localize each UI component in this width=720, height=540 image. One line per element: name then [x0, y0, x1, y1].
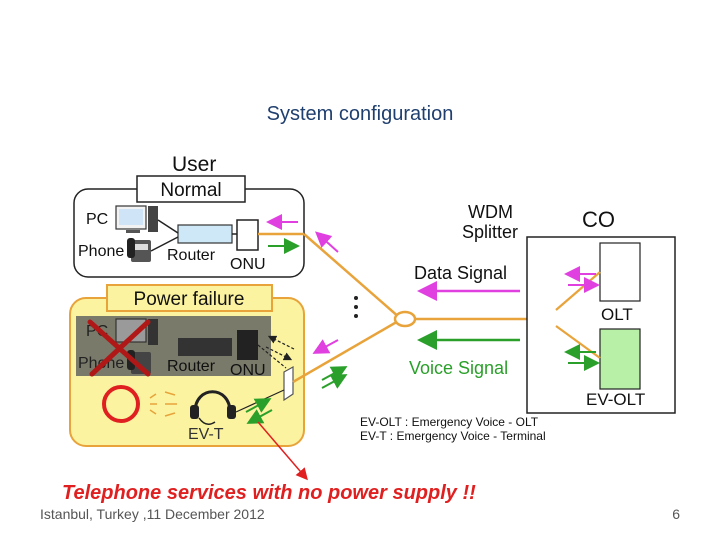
- dashed-arrow-2: [267, 335, 295, 350]
- failed-onu-icon: [237, 330, 258, 360]
- normal-fiber: [258, 232, 401, 319]
- dashed-arrow-1: [265, 346, 293, 361]
- failure-x-icon: [87, 319, 151, 377]
- voice-arrow-evt-in: [246, 409, 273, 424]
- headset-icon: [190, 390, 236, 425]
- slide-title: System configuration: [266, 103, 454, 125]
- power-failure-label-box: [106, 284, 273, 312]
- ev-olt-box: [599, 328, 641, 390]
- onu-label: ONU: [230, 256, 266, 273]
- olt-box: [599, 242, 641, 302]
- normal-label-box: [136, 175, 246, 203]
- voice-signal-label: Voice Signal: [409, 358, 508, 378]
- onu-to-terminal-link: [257, 344, 287, 369]
- pc-icon: [115, 205, 158, 233]
- voice-arrow-branch-2a: [321, 366, 348, 381]
- wdm-label-line2: Splitter: [462, 222, 518, 242]
- legend-ev-t: EV-T : Emergency Voice - Terminal: [360, 429, 546, 443]
- data-signal-label: Data Signal: [414, 263, 507, 283]
- evt-terminal-icon: [283, 365, 294, 402]
- wdm-label-line1: WDM: [468, 202, 513, 222]
- olt-label: OLT: [601, 305, 633, 324]
- failed-router-label: Router: [167, 358, 216, 375]
- router-icon: [177, 224, 233, 244]
- onu-icon: [236, 219, 259, 251]
- page-number: 6: [672, 506, 680, 522]
- more-branches-dots: [354, 296, 358, 318]
- ev-olt-label: EV-OLT: [586, 390, 645, 409]
- phone-label: Phone: [78, 243, 124, 260]
- power-failure-fiber: [292, 318, 401, 384]
- voice-arrow-branch-2b: [321, 374, 348, 389]
- data-arrow-branch-1: [315, 231, 339, 253]
- failed-pc-icon: [115, 318, 158, 345]
- failed-router-icon: [178, 338, 232, 356]
- phone-icon: [127, 238, 151, 262]
- co-label: CO: [582, 207, 615, 232]
- legend-ev-olt: EV-OLT : Emergency Voice - OLT: [360, 415, 539, 429]
- user-label: User: [172, 153, 216, 176]
- normal-wiring: [150, 219, 237, 252]
- data-arrow-branch-2: [312, 339, 339, 354]
- failed-onu-label: ONU: [230, 362, 266, 379]
- power-failure-label: Power failure: [134, 289, 245, 310]
- power-splitter-icon: [393, 310, 417, 328]
- evt-label: EV-T: [188, 426, 224, 443]
- normal-label: Normal: [160, 180, 221, 201]
- caption: Telephone services with no power supply …: [62, 482, 476, 504]
- ok-circle-icon: [102, 385, 140, 423]
- router-label: Router: [167, 247, 216, 264]
- pc-label: PC: [86, 211, 108, 228]
- sound-waves-icon: [149, 391, 177, 417]
- caption-pointer: [257, 421, 308, 481]
- footer-location-date: Istanbul, Turkey ,11 December 2012: [40, 506, 265, 522]
